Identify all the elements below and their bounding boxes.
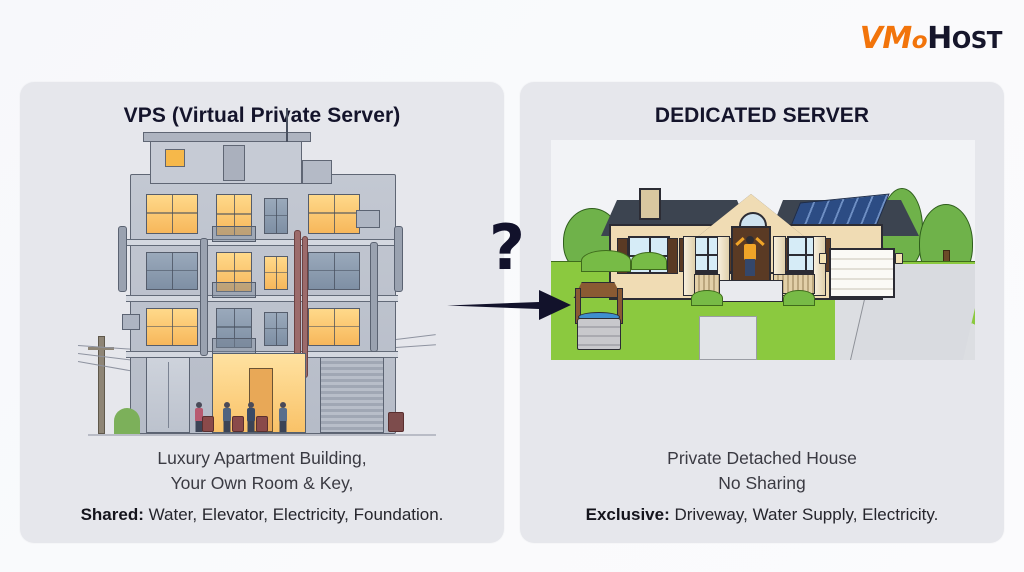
dedicated-server-card-title: DEDICATED SERVER (654, 104, 870, 127)
dedicated-caption-line-2: No Sharing (718, 473, 806, 493)
homeowner-figure (735, 236, 765, 276)
logo-letter-h: H (927, 21, 952, 56)
dedicated-caption-line-1: Private Detached House (667, 448, 857, 468)
dedicated-exclusive-value: Driveway, Water Supply, Electricity. (674, 505, 939, 524)
logo-letters-ost: OST (951, 28, 1003, 54)
comparison-connector: ? (447, 217, 575, 325)
dedicated-exclusive-line: Exclusive: Driveway, Water Supply, Elect… (520, 502, 1004, 527)
vps-shared-line: Shared: Water, Elevator, Electricity, Fo… (20, 502, 504, 527)
vps-card-title: VPS (Virtual Private Server) (123, 104, 401, 127)
logo-letter-o: o (911, 28, 928, 54)
person-figure (246, 402, 255, 432)
apartment-building-illustration (20, 108, 504, 510)
vps-caption-line-1: Luxury Apartment Building, (157, 448, 367, 468)
dedicated-exclusive-label: Exclusive: (585, 505, 670, 524)
water-well (577, 318, 621, 350)
person-figure (278, 402, 287, 432)
question-mark-icon: ? (489, 211, 525, 284)
garage-door (829, 248, 895, 298)
vps-caption-line-2: Your Own Room & Key, (170, 473, 354, 493)
logo-letter-v: V (859, 21, 883, 56)
detached-house-illustration (520, 140, 1004, 510)
logo-letter-m: M (882, 21, 912, 56)
arrow-right-icon (447, 290, 571, 320)
vmohost-logo: VMoHOST (859, 21, 1003, 56)
vps-caption: Luxury Apartment Building, Your Own Room… (20, 446, 504, 527)
vps-shared-label: Shared: (80, 505, 144, 524)
dedicated-server-card: DEDICATED SERVER (520, 82, 1004, 543)
vps-card: VPS (Virtual Private Server) (20, 82, 504, 543)
vps-shared-value: Water, Elevator, Electricity, Foundation… (148, 505, 444, 524)
person-figure (222, 402, 231, 432)
person-figure (194, 402, 203, 432)
dedicated-caption: Private Detached House No Sharing Exclus… (520, 446, 1004, 527)
